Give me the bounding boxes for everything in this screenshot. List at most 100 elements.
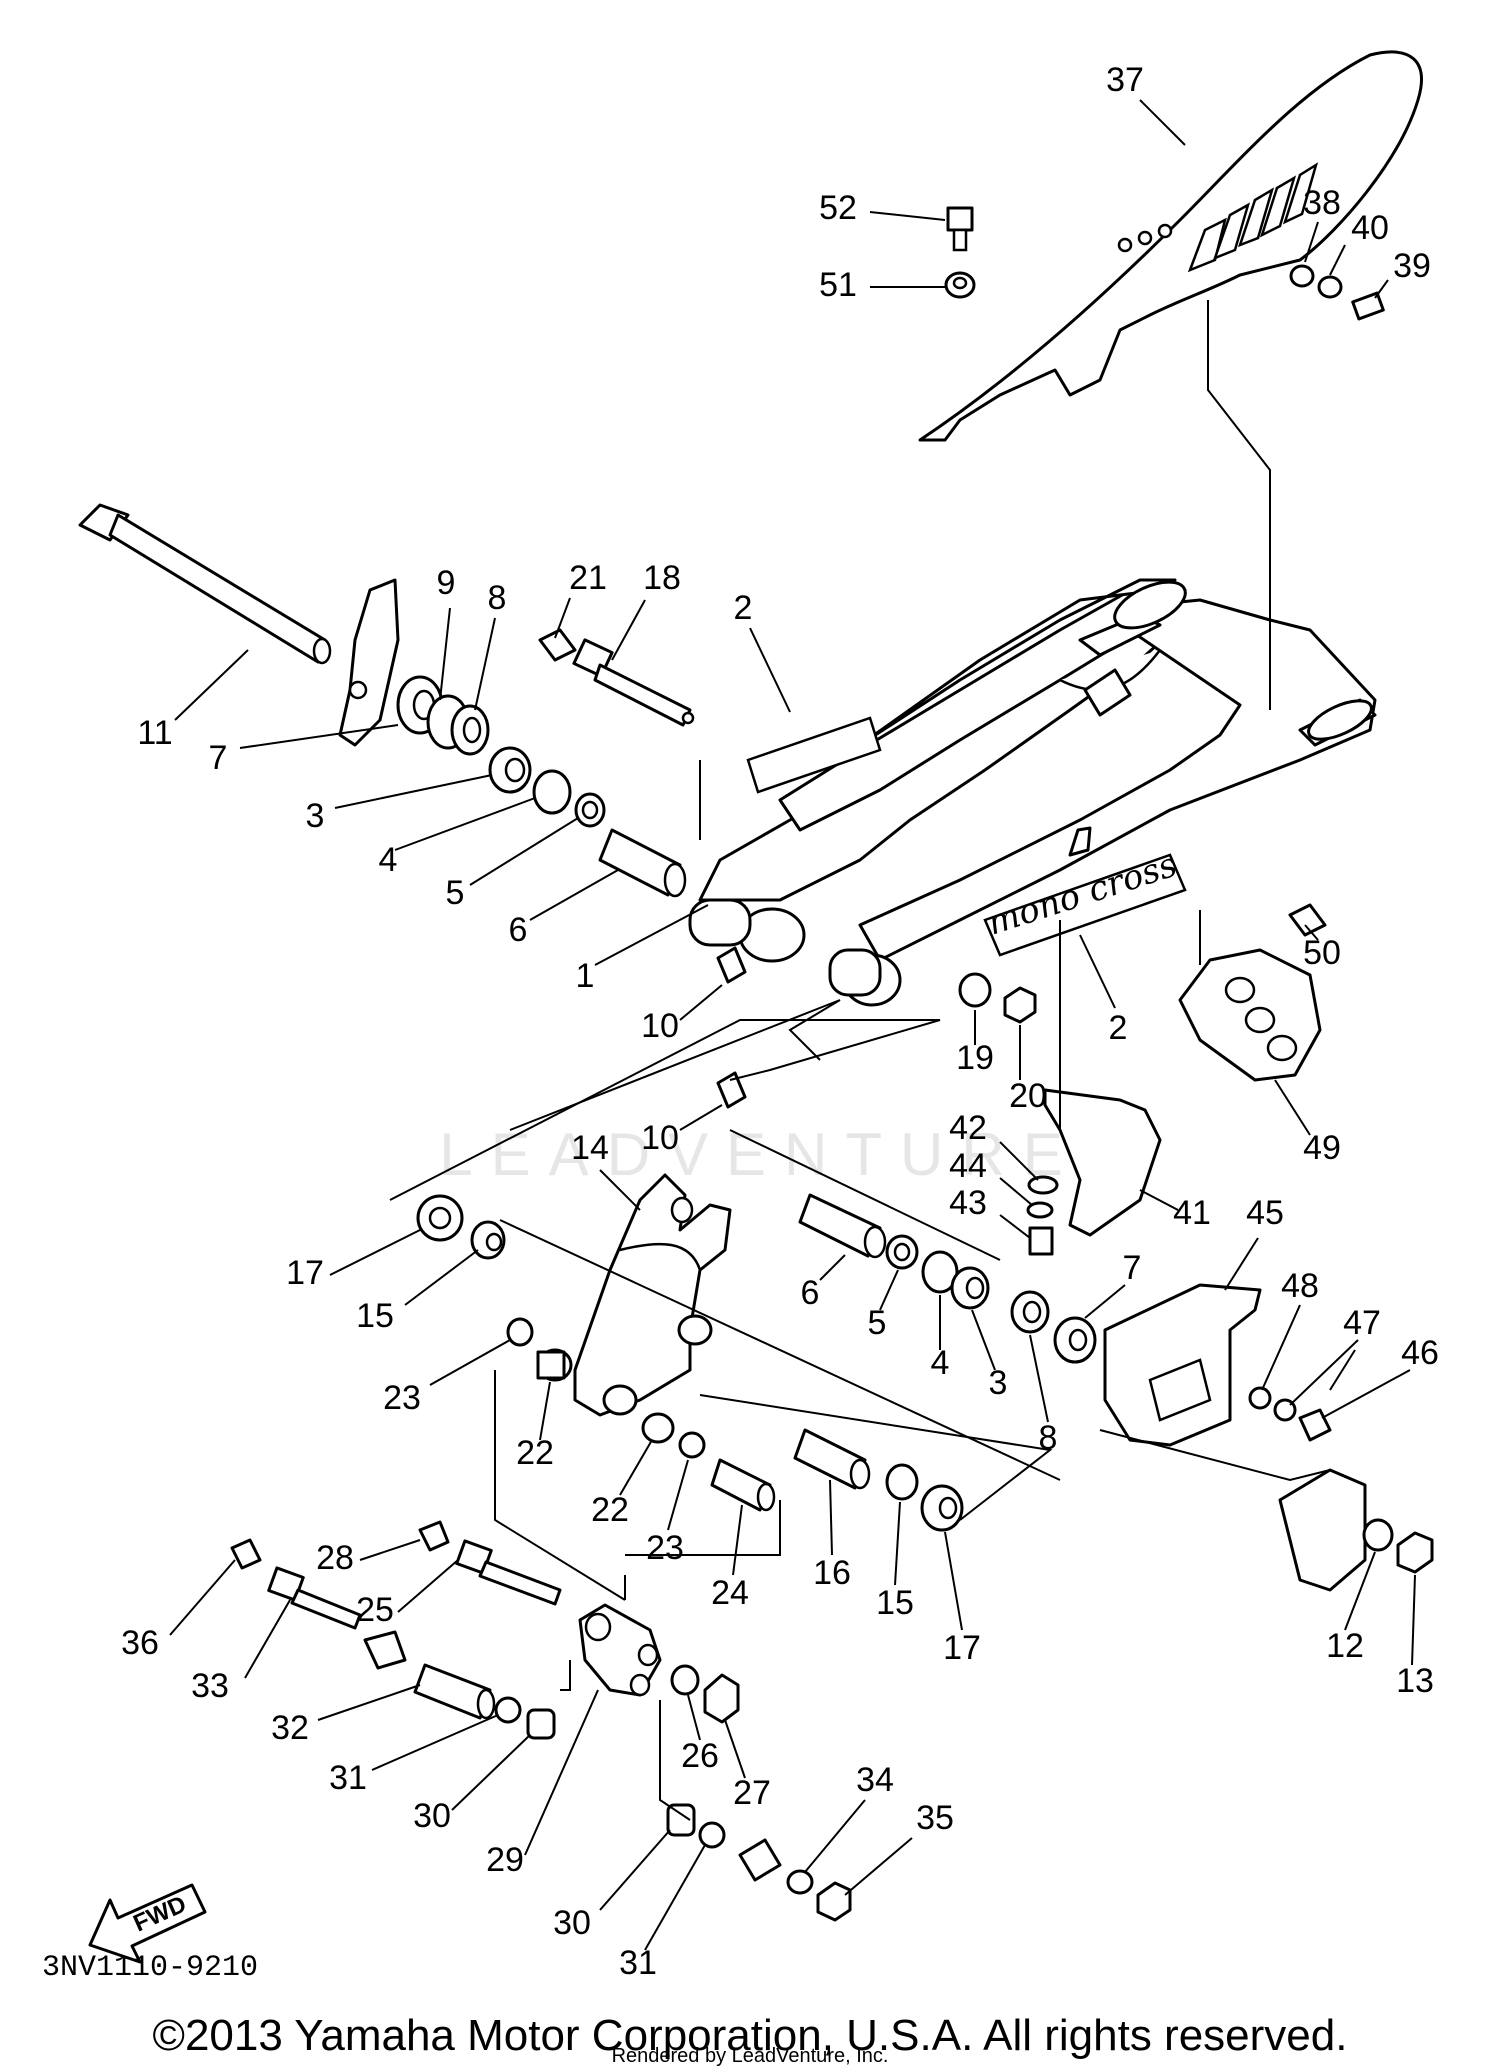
label-13: 13 bbox=[1396, 1662, 1434, 1700]
label-51: 51 bbox=[819, 266, 857, 304]
bushing-22-lower-part bbox=[641, 1412, 675, 1444]
grease-nipple-36-part bbox=[230, 1538, 262, 1570]
collar-6-upper-part bbox=[598, 828, 687, 898]
label-7: 7 bbox=[209, 739, 228, 777]
label-49: 49 bbox=[1303, 1129, 1341, 1167]
label-24: 24 bbox=[711, 1574, 749, 1612]
bearing-4-upper-part bbox=[532, 769, 572, 815]
label-40: 40 bbox=[1351, 209, 1389, 247]
label-39: 39 bbox=[1393, 247, 1431, 285]
bolt-33-part bbox=[267, 1566, 362, 1630]
label-26: 26 bbox=[681, 1737, 719, 1775]
label-3-lower: 3 bbox=[989, 1364, 1008, 1402]
collar-24-part bbox=[710, 1458, 776, 1512]
label-30-lower: 30 bbox=[553, 1904, 591, 1942]
washer-12-part bbox=[1362, 1518, 1394, 1552]
bushing-30-lower-part bbox=[666, 1803, 696, 1837]
label-50: 50 bbox=[1303, 934, 1341, 972]
label-18: 18 bbox=[643, 559, 681, 597]
nut-35-part bbox=[816, 1881, 852, 1922]
assembly-lines bbox=[389, 300, 1356, 1821]
seal-23-upper-part bbox=[506, 1317, 534, 1347]
label-45: 45 bbox=[1246, 1194, 1284, 1232]
label-19: 19 bbox=[956, 1039, 994, 1077]
label-32: 32 bbox=[271, 1709, 309, 1747]
swingarm-part: mono cross bbox=[688, 578, 1377, 1007]
collar-15-left-part bbox=[470, 1220, 506, 1260]
decal-2-part bbox=[746, 716, 882, 794]
grease-nipple-21-part bbox=[538, 628, 577, 662]
label-35: 35 bbox=[916, 1799, 954, 1837]
connecting-rod-29-part bbox=[578, 1603, 662, 1697]
washer-small-part bbox=[363, 1630, 407, 1670]
watermark-text: LEADVENTURE bbox=[439, 1121, 1080, 1188]
label-16: 16 bbox=[813, 1554, 851, 1592]
label-47: 47 bbox=[1343, 1304, 1381, 1342]
chain-support-41-part bbox=[1043, 1088, 1162, 1237]
label-10-lower: 10 bbox=[641, 1119, 679, 1157]
frame-bracket-part bbox=[338, 578, 400, 747]
label-34: 34 bbox=[856, 1761, 894, 1799]
label-22-upper: 22 bbox=[516, 1434, 554, 1472]
label-31-upper: 31 bbox=[329, 1759, 367, 1797]
bolt-46-part bbox=[1298, 1408, 1332, 1442]
copyright-text: ©2013 Yamaha Motor Corporation, U.S.A. A… bbox=[153, 2011, 1348, 2060]
bolt-50-part bbox=[1288, 903, 1327, 937]
pivot-shaft-part bbox=[78, 503, 332, 665]
bolt-52-part bbox=[946, 206, 974, 252]
label-8: 8 bbox=[488, 579, 507, 617]
label-37: 37 bbox=[1106, 61, 1144, 99]
label-2-lower: 2 bbox=[1109, 1009, 1128, 1047]
label-41: 41 bbox=[1173, 1194, 1211, 1232]
label-10-upper: 10 bbox=[641, 1007, 679, 1045]
rendered-by-text: Rendered by LeadVenture, Inc. bbox=[612, 2045, 889, 2067]
label-12: 12 bbox=[1326, 1627, 1364, 1665]
seal-31-upper-part bbox=[494, 1696, 522, 1724]
label-43: 43 bbox=[949, 1184, 987, 1222]
bushing-30-upper-part bbox=[526, 1708, 556, 1740]
label-4-lower: 4 bbox=[931, 1344, 950, 1382]
label-23-lower: 23 bbox=[646, 1529, 684, 1567]
grease-nipple-10-lower-part bbox=[716, 1071, 747, 1109]
nut-20-part bbox=[1003, 986, 1037, 1024]
washer-44-part bbox=[1026, 1201, 1054, 1219]
label-17-left: 17 bbox=[286, 1254, 324, 1292]
seal-8-lower-part bbox=[1010, 1290, 1050, 1334]
label-6: 6 bbox=[509, 911, 528, 949]
axle-plate-part bbox=[1278, 1468, 1367, 1592]
label-36: 36 bbox=[121, 1624, 159, 1662]
label-17-right: 17 bbox=[943, 1629, 981, 1667]
label-20: 20 bbox=[1009, 1077, 1047, 1115]
nut-13-part bbox=[1396, 1531, 1434, 1574]
seal-8-part bbox=[450, 704, 490, 756]
label-15-left: 15 bbox=[356, 1297, 394, 1335]
washer-40-part bbox=[1317, 275, 1343, 299]
chain-case-part bbox=[918, 50, 1423, 442]
bearing-3-upper-part bbox=[488, 746, 532, 794]
label-46: 46 bbox=[1401, 1334, 1439, 1372]
washer-38-part bbox=[1289, 264, 1315, 288]
label-5-lower: 5 bbox=[868, 1304, 887, 1342]
collar-16-part bbox=[793, 1428, 871, 1490]
washer-48-part bbox=[1248, 1386, 1272, 1410]
diagram-code: 3NV1110-9210 bbox=[42, 1951, 258, 1985]
collar-19-part bbox=[958, 972, 992, 1008]
collar-32-part bbox=[413, 1663, 496, 1720]
label-27: 27 bbox=[733, 1774, 771, 1812]
relay-arm-14-part bbox=[573, 1173, 732, 1417]
cap-7-lower-part bbox=[1053, 1316, 1097, 1364]
screw-39-part bbox=[1351, 291, 1385, 321]
seal-31-lower-part bbox=[698, 1821, 726, 1849]
label-15-right: 15 bbox=[876, 1584, 914, 1622]
label-3: 3 bbox=[306, 797, 325, 835]
label-5: 5 bbox=[446, 874, 465, 912]
label-6-lower: 6 bbox=[801, 1274, 820, 1312]
bearing-3-lower-part bbox=[950, 1266, 990, 1310]
nut-27-part bbox=[703, 1673, 740, 1724]
label-8-lower: 8 bbox=[1039, 1419, 1058, 1457]
oil-seal-5-upper-part bbox=[574, 792, 606, 828]
label-28: 28 bbox=[316, 1539, 354, 1577]
label-33: 33 bbox=[191, 1667, 229, 1705]
label-38: 38 bbox=[1303, 184, 1341, 222]
